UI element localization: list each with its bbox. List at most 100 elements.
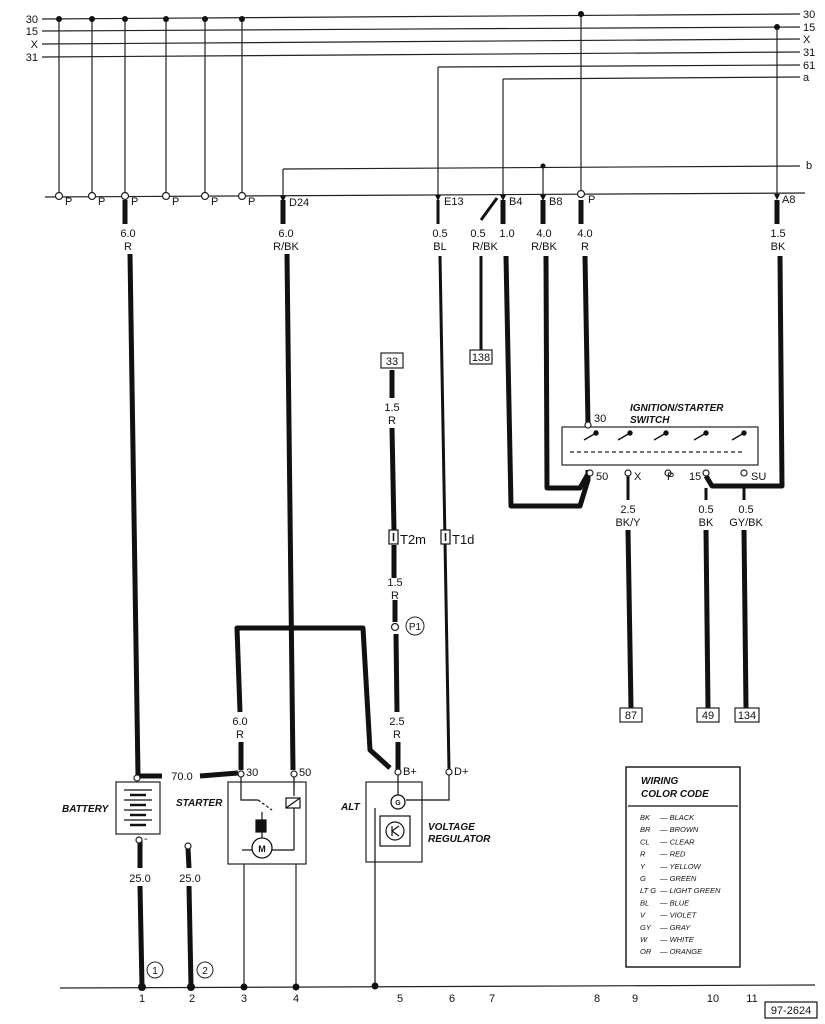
wire-color-12: R [236, 729, 244, 741]
ignition-starter-switch: IGNITION/STARTER SWITCH 30 50 X P 15 SU [561, 403, 766, 483]
svg-text:G: G [395, 800, 401, 807]
battery-minus: - [144, 833, 148, 845]
legend-color-name: — BROWN [659, 825, 699, 834]
legend-code: G [640, 874, 646, 883]
legend-code: GY [640, 923, 652, 932]
wire-color-8: BK [771, 241, 786, 253]
ref-label-49: 49 [702, 710, 714, 722]
terminal-p1: P1 [409, 622, 422, 633]
ref-box-49 [696, 707, 720, 723]
legend-color-name: — GREEN [659, 874, 697, 883]
connector-label-1: P [65, 196, 72, 208]
wire-size-17: 0.5 [698, 504, 713, 516]
ref-label-134: 134 [738, 710, 756, 722]
ref-box-33 [380, 352, 404, 369]
ground-number-3: 3 [241, 993, 247, 1005]
inline-connectors: T2m T1d P1 [388, 529, 474, 636]
ref-box-134 [734, 707, 760, 723]
rail-label-right-15: 15 [803, 22, 815, 34]
ref-box-138 [469, 349, 493, 365]
rail-label-left-31: 31 [26, 52, 38, 64]
connector-label-b4: B4 [509, 196, 522, 208]
reference-boxes: 138 33 87 49 134 [380, 349, 760, 723]
connector-label-5: P [211, 196, 218, 208]
legend-code: BL [640, 898, 649, 907]
wire-color-11: R [393, 729, 401, 741]
ground-number-9: 9 [632, 993, 638, 1005]
starter-label: STARTER [176, 798, 223, 809]
wire-color-2: R/BK [273, 241, 299, 253]
legend-color-name: — YELLOW [659, 862, 702, 871]
terminal-t1d: T1d [452, 532, 474, 547]
wire-size-4: 0.5 [470, 228, 485, 240]
legend-color-name: — VIOLET [659, 911, 698, 920]
rail-label-right-a: a [803, 72, 810, 84]
wire-size-18: 0.5 [738, 504, 753, 516]
legend-color-name: — BLUE [659, 898, 690, 907]
ground-number-5: 5 [397, 993, 403, 1005]
switch-label-line1: IGNITION/STARTER [630, 403, 724, 414]
wire-color-6: R/BK [531, 241, 557, 253]
rail-label-right-31: 31 [803, 47, 815, 59]
motor-icon [251, 837, 273, 859]
legend-code: BR [640, 825, 651, 834]
ref-label-138: 138 [472, 352, 490, 364]
switch-terminal-p: P [667, 471, 674, 483]
legend-title-line2: COLOR CODE [641, 789, 709, 800]
wire-color-3: BL [433, 241, 446, 253]
wire-color-1: R [124, 241, 132, 253]
connector-label-a8: A8 [782, 194, 795, 206]
connector-strip: P P P P P P D24 E13 B4 B8 P A8 [44, 189, 806, 209]
connector-label-6: P [248, 196, 255, 208]
connector-label-p-switch: P [588, 194, 595, 206]
switch-terminal-30: 30 [594, 413, 606, 425]
ground-number-4: 4 [293, 993, 299, 1005]
connector-label-3: P [131, 196, 138, 208]
wire-size-2: 6.0 [278, 228, 293, 240]
ref-label-87: 87 [625, 710, 637, 722]
wire-size-13: 70.0 [171, 771, 192, 783]
legend-code: W [640, 935, 648, 944]
wire-size-10: 1.5 [387, 577, 402, 589]
figure-id: 97-2624 [771, 1005, 811, 1017]
legend-code: BK [640, 813, 651, 822]
alt-label: ALT [340, 802, 361, 813]
wire-color-9: R [388, 415, 396, 427]
ground-number-11: 11 [746, 993, 757, 1005]
rail-label-right-61: 61 [803, 60, 815, 72]
wire-size-16: 2.5 [620, 504, 635, 516]
rail-label-b: b [806, 160, 812, 172]
splice-p1-icon [405, 616, 425, 636]
wire-size-8: 1.5 [770, 228, 785, 240]
regulator-label-line2: REGULATOR [428, 834, 491, 845]
connector-label-b8: B8 [549, 196, 562, 208]
svg-text:M: M [258, 844, 266, 854]
switch-terminal-x: X [634, 471, 642, 483]
wire-color-4: R/BK [472, 241, 498, 253]
rail-label-right-30: 30 [803, 9, 815, 21]
legend-title-line1: WIRING [641, 776, 678, 787]
wire-size-7: 4.0 [577, 228, 592, 240]
connector-label-e13: E13 [444, 196, 464, 208]
figure-id-box: 97-2624 [764, 1001, 818, 1019]
wire-size-12: 6.0 [232, 716, 247, 728]
wire-size-9: 1.5 [384, 402, 399, 414]
switch-label-line2: SWITCH [630, 415, 670, 426]
wire-size-15: 25.0 [179, 873, 200, 885]
legend-code: Y [640, 862, 646, 871]
wire-color-7: R [581, 241, 589, 253]
ground-number-10: 10 [707, 993, 719, 1005]
legend-color-name: — ORANGE [659, 947, 703, 956]
battery-label: BATTERY [62, 804, 110, 815]
ground-bus: 1 2 1 2 3 4 5 6 7 8 9 10 11 [59, 961, 816, 1005]
switch-terminal-su: SU [751, 471, 766, 483]
connector-label-2: P [98, 196, 105, 208]
legend-code: V [640, 911, 646, 920]
connector-label-4: P [172, 196, 179, 208]
wire-color-17: BK [699, 517, 714, 529]
regulator-icon [385, 821, 405, 841]
battery: BATTERY - [62, 774, 161, 845]
ground-number-6: 6 [449, 993, 455, 1005]
